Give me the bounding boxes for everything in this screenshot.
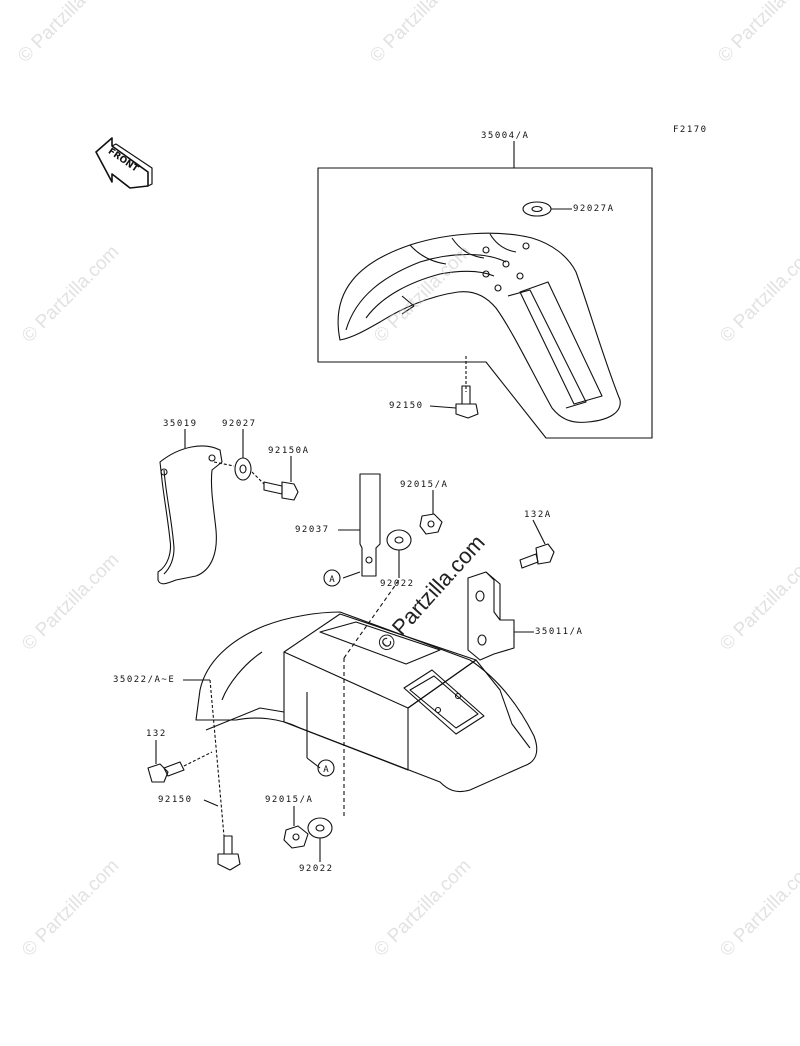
part-label-92027: 92027	[222, 419, 257, 429]
part-label-92150-front: 92150	[389, 401, 424, 411]
leader-rear-upper	[343, 579, 400, 659]
part-label-92015a-lower: 92015/A	[265, 795, 314, 805]
front-fender	[337, 232, 621, 423]
guard-35019	[157, 429, 223, 585]
callout-a-lower: A	[317, 759, 335, 777]
nut-92015a-lower-icon	[283, 806, 309, 849]
washer-92022-upper-icon	[386, 529, 412, 578]
part-label-35011a: 35011/A	[535, 627, 584, 637]
washer-92027-icon	[213, 429, 252, 481]
front-arrow-icon: FRONT	[95, 137, 153, 189]
callout-a-upper: A	[323, 569, 341, 587]
strap-92037	[338, 473, 381, 579]
bolt-92150-rear-icon	[203, 799, 241, 871]
leader-rear-bolt	[209, 679, 225, 837]
bolt-132a-icon	[519, 519, 555, 569]
part-label-132: 132	[146, 729, 167, 739]
part-label-132a: 132A	[524, 510, 552, 520]
bolt-92150a-icon	[251, 456, 299, 501]
part-label-35022: 35022/A~E	[113, 675, 176, 685]
part-label-92027a: 92027A	[573, 204, 615, 214]
callout-a-lower-text: A	[323, 765, 329, 775]
part-label-35019: 35019	[163, 419, 198, 429]
part-label-92015a-upper: 92015/A	[400, 480, 449, 490]
part-label-92037: 92037	[295, 525, 330, 535]
part-label-92022-upper: 92022	[380, 579, 415, 589]
callout-a-upper-text: A	[329, 575, 335, 585]
part-label-92150-rear: 92150	[158, 795, 193, 805]
bracket-35011a	[467, 571, 534, 661]
bolt-92150-front-icon	[429, 356, 479, 419]
washer-92027a-icon	[522, 201, 572, 217]
part-label-92150a: 92150A	[268, 446, 310, 456]
part-label-35004: 35004/A	[481, 131, 530, 141]
figure-code: F2170	[673, 125, 708, 135]
bolt-132-icon	[147, 740, 213, 783]
part-label-92022-lower: 92022	[299, 864, 334, 874]
rear-fender	[195, 611, 538, 793]
nut-92015a-upper-icon	[419, 490, 443, 535]
front-fender-group-frame	[317, 167, 653, 439]
washer-92022-lower-icon	[307, 817, 333, 862]
